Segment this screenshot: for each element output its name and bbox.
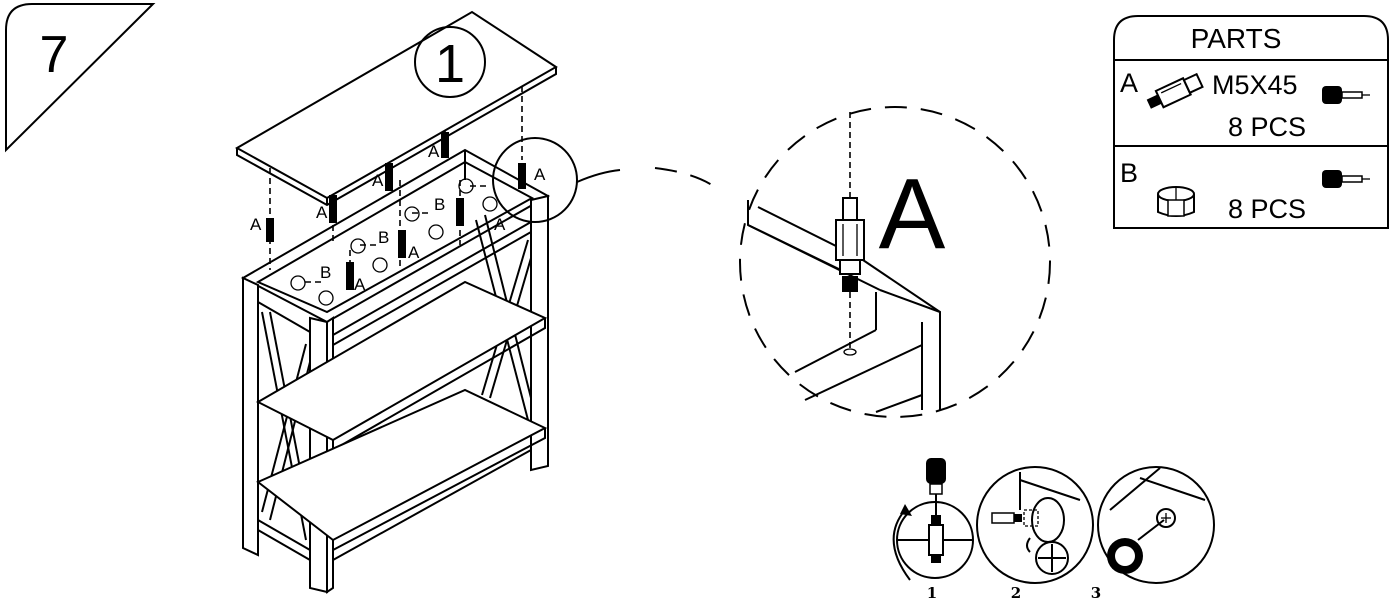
parts-title: PARTS bbox=[1191, 23, 1282, 54]
substeps: 1 2 bbox=[892, 458, 1215, 602]
top-board bbox=[234, 10, 558, 200]
parts-row-a: A M5X45 8 PCS bbox=[1120, 68, 1370, 142]
parts-row-b: B 8 PCS bbox=[1120, 158, 1370, 224]
tighten-cam-icon bbox=[1107, 508, 1176, 574]
svg-text:A: A bbox=[354, 275, 366, 294]
detail-bolt-icon bbox=[835, 197, 865, 356]
screwdriver-icon bbox=[1322, 86, 1370, 104]
insert-bolt-icon bbox=[926, 458, 946, 563]
svg-text:3: 3 bbox=[1091, 584, 1101, 602]
svg-text:A: A bbox=[250, 215, 262, 234]
step-number: 7 bbox=[40, 26, 69, 84]
bookshelf-illustration: 1 bbox=[234, 10, 621, 594]
detail-label: A bbox=[879, 158, 946, 270]
parts-table: PARTS A M5X45 8 PCS B 8 PCS bbox=[1113, 15, 1389, 229]
svg-text:M5X45: M5X45 bbox=[1212, 70, 1298, 100]
detail-a-view: A bbox=[654, 106, 1051, 418]
svg-text:8 PCS: 8 PCS bbox=[1228, 194, 1306, 224]
substep-2: 2 bbox=[976, 466, 1094, 602]
part-labels: A A A A A A A A B B B bbox=[250, 142, 546, 294]
svg-text:2: 2 bbox=[1011, 584, 1021, 602]
detail-callout-circle bbox=[492, 137, 578, 223]
svg-text:B: B bbox=[378, 228, 389, 247]
svg-text:1: 1 bbox=[435, 34, 465, 94]
substep-3: 3 bbox=[1091, 466, 1215, 602]
dowel-bolt-icon bbox=[1146, 72, 1204, 109]
step-badge: 7 bbox=[5, 3, 156, 153]
insert-cam-icon bbox=[991, 509, 1069, 575]
svg-text:A: A bbox=[408, 243, 420, 262]
svg-text:A: A bbox=[372, 171, 384, 190]
svg-text:B: B bbox=[434, 195, 445, 214]
svg-text:B: B bbox=[320, 263, 331, 282]
cam-lock-icon bbox=[1157, 186, 1195, 217]
svg-text:1: 1 bbox=[927, 584, 937, 602]
board-number-badge: 1 bbox=[414, 26, 486, 98]
svg-text:A: A bbox=[494, 215, 506, 234]
svg-text:A: A bbox=[316, 203, 328, 222]
svg-text:A: A bbox=[534, 165, 546, 184]
bolt-markers bbox=[266, 132, 526, 290]
screwdriver-icon bbox=[1322, 170, 1370, 188]
svg-text:B: B bbox=[1120, 158, 1138, 188]
svg-text:A: A bbox=[1120, 68, 1138, 98]
substep-1: 1 bbox=[892, 458, 974, 602]
svg-text:A: A bbox=[428, 142, 440, 161]
svg-text:8 PCS: 8 PCS bbox=[1228, 112, 1306, 142]
cam-markers bbox=[290, 178, 498, 306]
